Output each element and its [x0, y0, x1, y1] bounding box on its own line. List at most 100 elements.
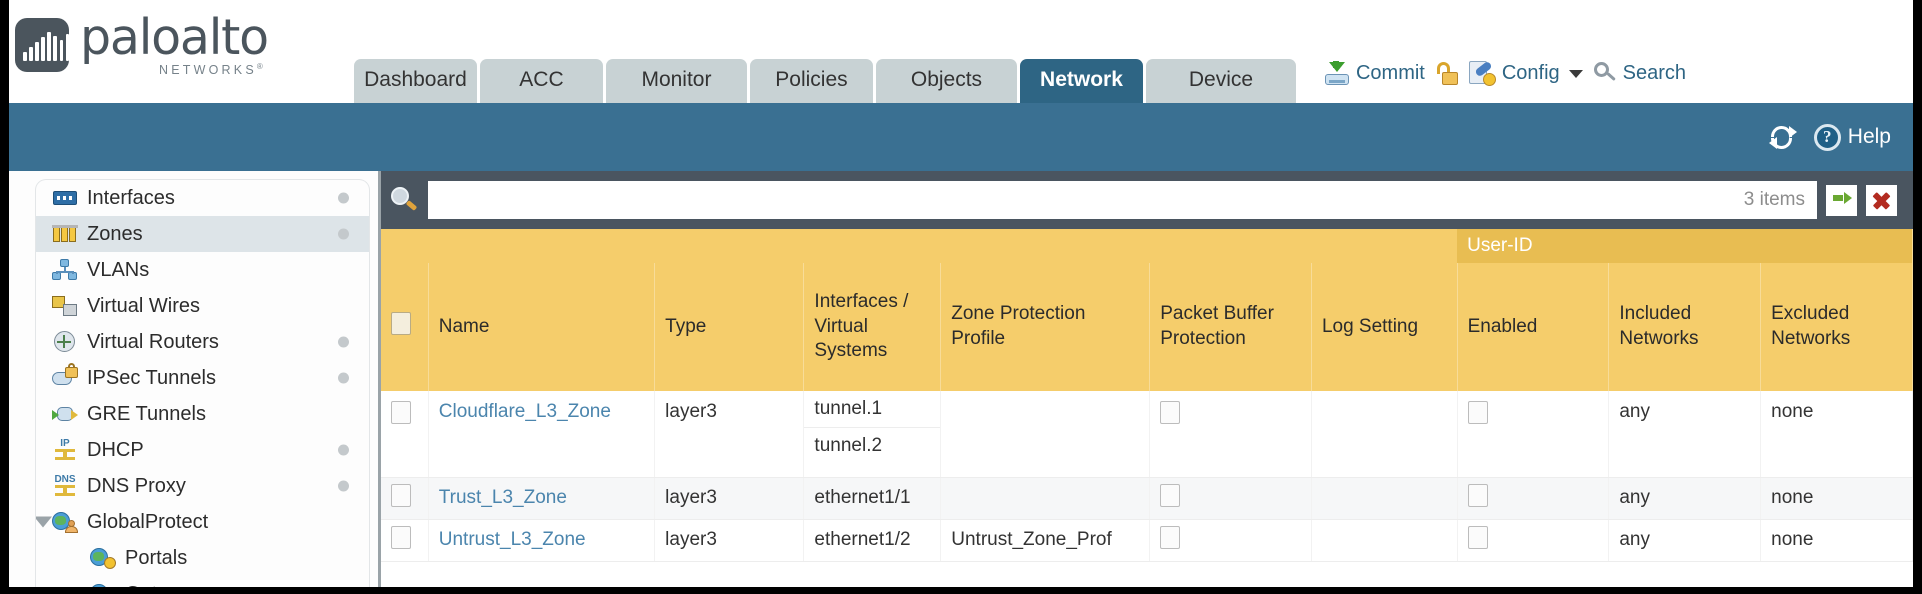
cell-type: layer3 — [654, 477, 805, 520]
sidebar-item-interfaces[interactable]: Interfaces — [36, 180, 369, 216]
sidebar-item-portals[interactable]: Portals — [36, 540, 369, 576]
dns-proxy-icon: DNS — [52, 474, 78, 497]
cell-zone-protection-profile — [940, 391, 1151, 478]
tab-policies[interactable]: Policies — [749, 58, 873, 103]
gateways-icon — [90, 583, 116, 587]
status-dot — [338, 192, 349, 204]
table-row[interactable]: Untrust_L3_Zone layer3 ethernet1/2 Untru… — [381, 519, 1913, 562]
tab-device[interactable]: Device — [1145, 58, 1296, 103]
tab-dashboard[interactable]: Dashboard — [353, 58, 477, 103]
userid-enabled-checkbox[interactable] — [1467, 483, 1488, 507]
col-header-name[interactable]: Name — [428, 263, 656, 391]
select-all-checkbox[interactable] — [391, 311, 411, 335]
search-input[interactable] — [428, 181, 1734, 219]
col-header-excluded-networks[interactable]: Excluded Networks — [1760, 263, 1913, 391]
row-select-cell[interactable] — [381, 477, 429, 520]
sidebar-item-dhcp[interactable]: IP DHCP — [36, 432, 369, 468]
packet-buffer-protection-checkbox[interactable] — [1160, 525, 1181, 549]
search-label: Search — [1622, 62, 1687, 84]
config-label: Config — [1501, 62, 1560, 84]
cell-userid-enabled[interactable] — [1457, 519, 1610, 562]
row-checkbox[interactable] — [391, 401, 411, 424]
search-input-wrapper: 3 items — [428, 181, 1817, 219]
main-panel: 3 items Use — [381, 171, 1913, 587]
filter-search-icon[interactable] — [389, 186, 419, 214]
packet-buffer-protection-checkbox[interactable] — [1160, 483, 1181, 507]
interface-item: tunnel.1 — [804, 391, 941, 428]
row-select-cell[interactable] — [381, 519, 429, 562]
col-header-included-networks[interactable]: Included Networks — [1608, 263, 1762, 391]
sidebar-item-zones[interactable]: Zones — [36, 216, 369, 252]
search-icon — [1593, 62, 1617, 85]
packet-buffer-protection-checkbox[interactable] — [1160, 401, 1181, 424]
top-bar: paloalto NETWORKS® Dashboard ACC Monitor… — [9, 0, 1913, 103]
sidebar-item-virtual-wires[interactable]: Virtual Wires — [36, 288, 369, 324]
commit-button[interactable]: Commit — [1324, 60, 1425, 86]
sidebar-item-dns-proxy[interactable]: DNS DNS Proxy — [36, 468, 369, 504]
row-checkbox[interactable] — [391, 525, 411, 549]
sidebar-item-label: Zones — [87, 222, 143, 245]
tab-monitor[interactable]: Monitor — [605, 58, 747, 103]
zone-name-link[interactable]: Untrust_L3_Zone — [438, 529, 586, 550]
tab-network[interactable]: Network — [1019, 58, 1143, 103]
cell-userid-enabled[interactable] — [1457, 391, 1610, 478]
col-header-type[interactable]: Type — [654, 263, 805, 391]
zone-name-link[interactable]: Trust_L3_Zone — [438, 487, 567, 508]
tab-objects[interactable]: Objects — [875, 58, 1017, 103]
sidebar-item-globalprotect[interactable]: GlobalProtect — [36, 504, 369, 540]
row-select-cell[interactable] — [381, 391, 429, 478]
cell-included-networks: any — [1608, 391, 1762, 478]
status-dot — [338, 444, 349, 456]
sidebar: Interfaces Zones — [9, 171, 381, 594]
clear-filter-button[interactable] — [1866, 184, 1897, 216]
cell-type: layer3 — [654, 391, 805, 478]
col-header-log-setting[interactable]: Log Setting — [1311, 263, 1458, 391]
unlock-icon[interactable] — [1436, 61, 1458, 86]
col-header-zone-protection-profile[interactable]: Zone Protection Profile — [940, 263, 1151, 391]
userid-enabled-checkbox[interactable] — [1467, 525, 1488, 549]
search-button[interactable]: Search — [1593, 62, 1687, 85]
brand-logo[interactable]: paloalto NETWORKS® — [9, 13, 269, 103]
expand-collapse-triangle-icon[interactable] — [36, 516, 52, 528]
sidebar-item-label: Gateways — [125, 582, 214, 594]
apply-filter-button[interactable] — [1826, 184, 1857, 216]
col-header-enabled[interactable]: Enabled — [1457, 263, 1610, 391]
tab-acc[interactable]: ACC — [479, 58, 603, 103]
cell-userid-enabled[interactable] — [1457, 477, 1610, 520]
row-checkbox[interactable] — [391, 483, 411, 507]
table-group-header-row: User-ID — [381, 229, 1913, 263]
col-header-packet-buffer-protection[interactable]: Packet Buffer Protection — [1149, 263, 1312, 391]
sidebar-item-label: IPSec Tunnels — [87, 366, 216, 389]
cell-packet-buffer-protection[interactable] — [1149, 477, 1312, 520]
sidebar-item-virtual-routers[interactable]: Virtual Routers — [36, 324, 369, 360]
cell-excluded-networks: none — [1760, 391, 1913, 478]
table-row[interactable]: Trust_L3_Zone layer3 ethernet1/1 — [381, 477, 1913, 520]
sidebar-item-vlans[interactable]: VLANs — [36, 252, 369, 288]
cell-included-networks: any — [1608, 477, 1762, 520]
cell-log-setting — [1311, 477, 1458, 520]
userid-enabled-checkbox[interactable] — [1467, 401, 1488, 424]
col-header-interfaces[interactable]: Interfaces / Virtual Systems — [803, 263, 942, 391]
select-all-header[interactable] — [381, 263, 429, 391]
table-body: Cloudflare_L3_Zone layer3 tunnel.1 tunne… — [381, 391, 1913, 562]
sidebar-item-label: Virtual Wires — [87, 294, 200, 317]
table-row[interactable]: Cloudflare_L3_Zone layer3 tunnel.1 tunne… — [381, 391, 1913, 478]
cell-packet-buffer-protection[interactable] — [1149, 391, 1312, 478]
sidebar-item-gre-tunnels[interactable]: GRE Tunnels — [36, 396, 369, 432]
cell-packet-buffer-protection[interactable] — [1149, 519, 1312, 562]
items-count: 3 items — [1743, 189, 1805, 210]
sidebar-item-ipsec-tunnels[interactable]: IPSec Tunnels — [36, 360, 369, 396]
cell-name: Cloudflare_L3_Zone — [428, 391, 656, 478]
help-button[interactable]: ? Help — [1813, 123, 1891, 151]
sidebar-item-label: GlobalProtect — [87, 510, 209, 533]
sidebar-item-gateways[interactable]: Gateways — [36, 576, 369, 594]
cell-interfaces: tunnel.1 tunnel.2 — [803, 391, 942, 478]
zone-name-link[interactable]: Cloudflare_L3_Zone — [438, 401, 611, 422]
brand-tagline: NETWORKS® — [159, 62, 266, 78]
cell-interfaces: ethernet1/2 — [803, 519, 942, 562]
config-menu[interactable]: Config — [1468, 60, 1583, 86]
refresh-icon[interactable] — [1768, 124, 1798, 151]
sidebar-item-label: GRE Tunnels — [87, 402, 206, 425]
sidebar-item-label: VLANs — [87, 258, 150, 281]
